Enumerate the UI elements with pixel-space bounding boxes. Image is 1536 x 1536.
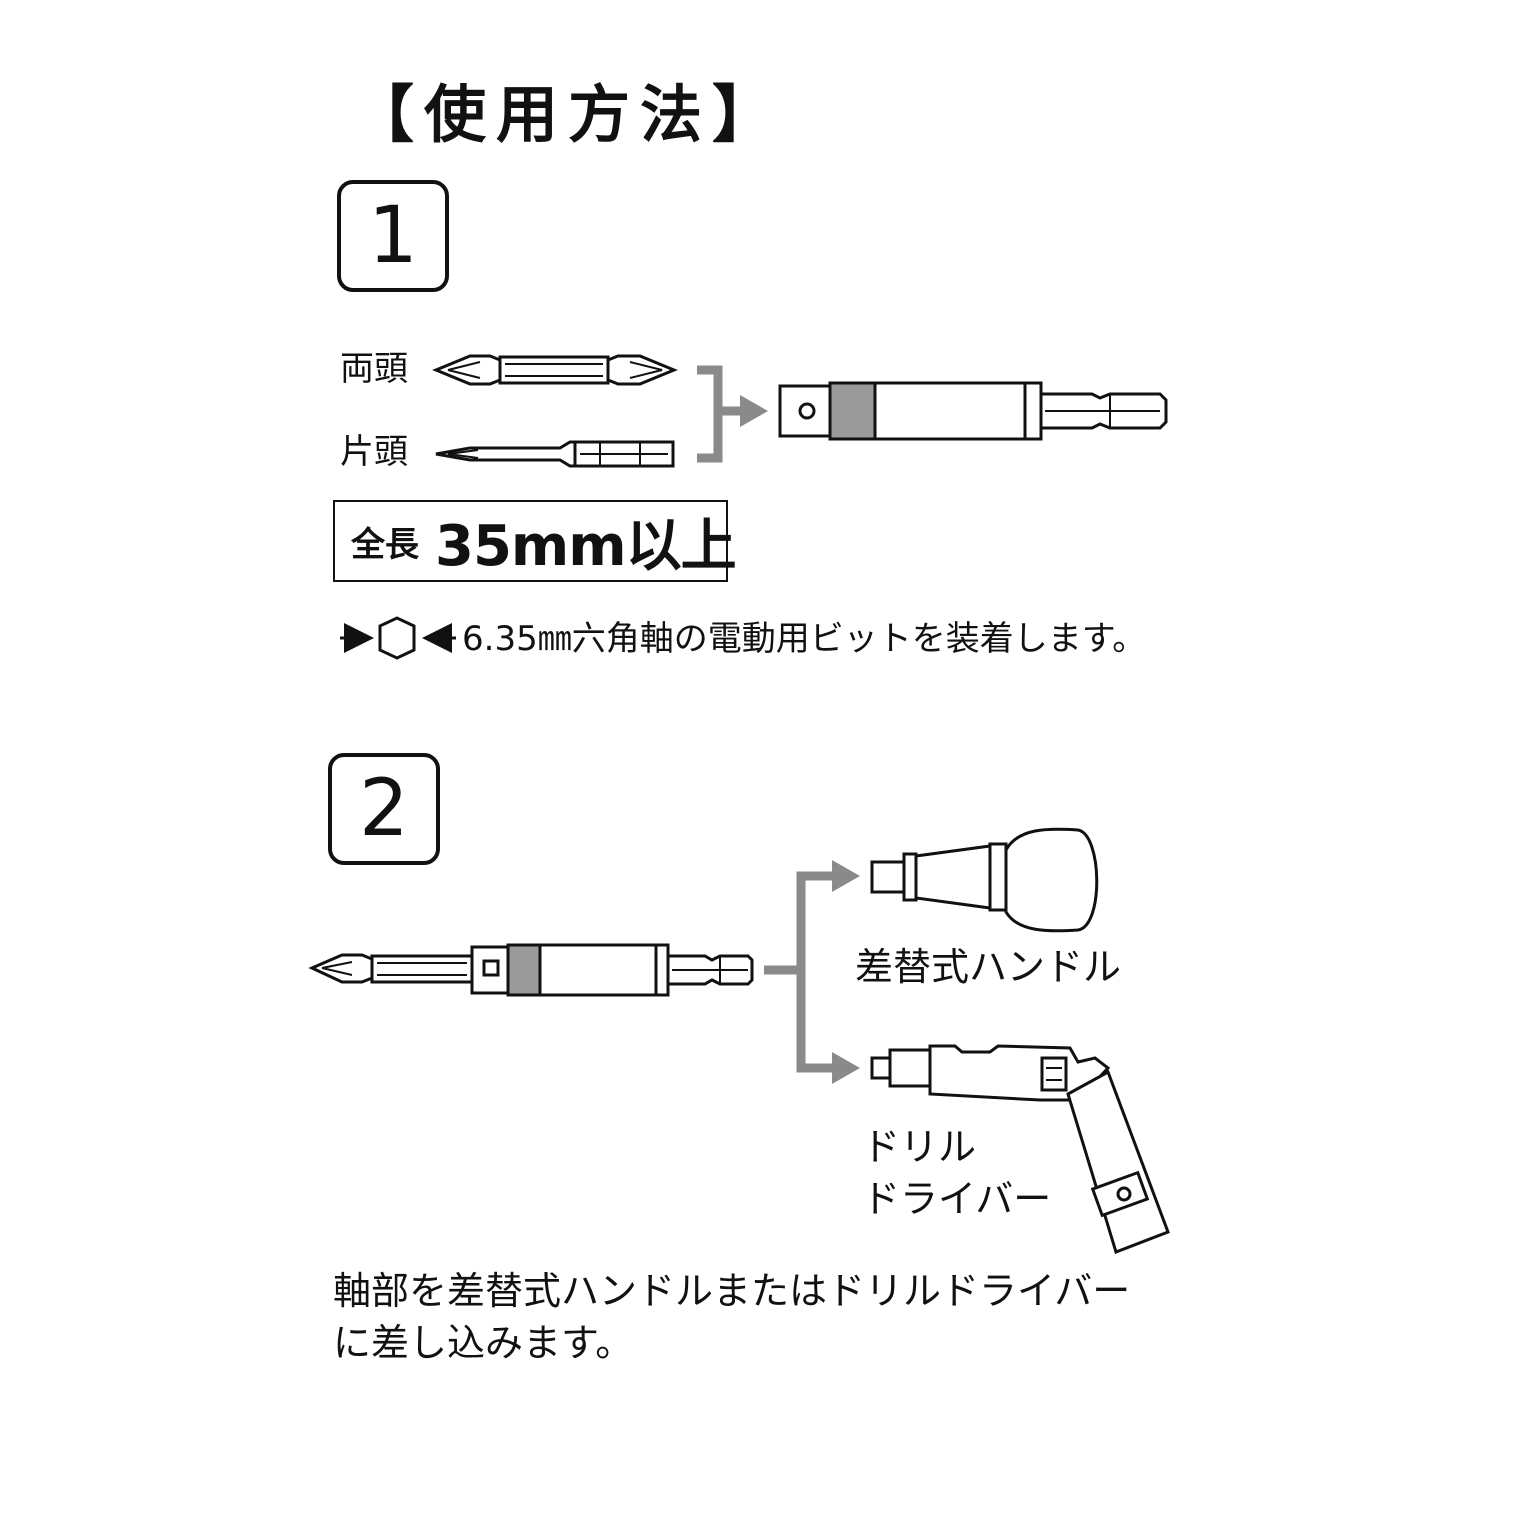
single-ended-bit-label: 片頭 xyxy=(340,432,408,472)
drill-driver-icon xyxy=(870,1044,1170,1254)
step-1-badge: 1 xyxy=(337,180,449,292)
merge-arrowhead xyxy=(740,395,768,427)
length-value: 35mm以上 xyxy=(435,513,737,579)
assembled-bit-icon xyxy=(308,943,754,997)
hex-shank-icon xyxy=(340,616,456,660)
usage-note-line1: 軸部を差替式ハンドルまたはドリルドライバー xyxy=(333,1269,1131,1313)
single-ended-bit-icon xyxy=(435,440,675,468)
length-requirement-box: 全長 35mm以上 xyxy=(333,500,737,582)
drill-label-line1: ドリル xyxy=(862,1125,977,1169)
handle-label: 差替式ハンドル xyxy=(855,945,1122,989)
merge-bracket xyxy=(697,365,723,463)
branch-arrows xyxy=(764,860,860,1084)
double-ended-bit-label: 両頭 xyxy=(340,349,408,389)
interchangeable-handle-icon xyxy=(870,827,1099,933)
usage-note-line2: に差し込みます。 xyxy=(333,1321,634,1365)
length-label: 全長 xyxy=(351,524,419,565)
drill-label-line2: ドライバー xyxy=(862,1177,1052,1221)
page-title: 【使用方法】 xyxy=(352,78,785,151)
step-2-badge: 2 xyxy=(328,753,440,865)
double-ended-bit-icon xyxy=(432,354,678,386)
hex-shank-note: 6.35㎜六角軸の電動用ビットを装着します。 xyxy=(462,619,1147,659)
bit-holder-icon xyxy=(778,381,1168,441)
